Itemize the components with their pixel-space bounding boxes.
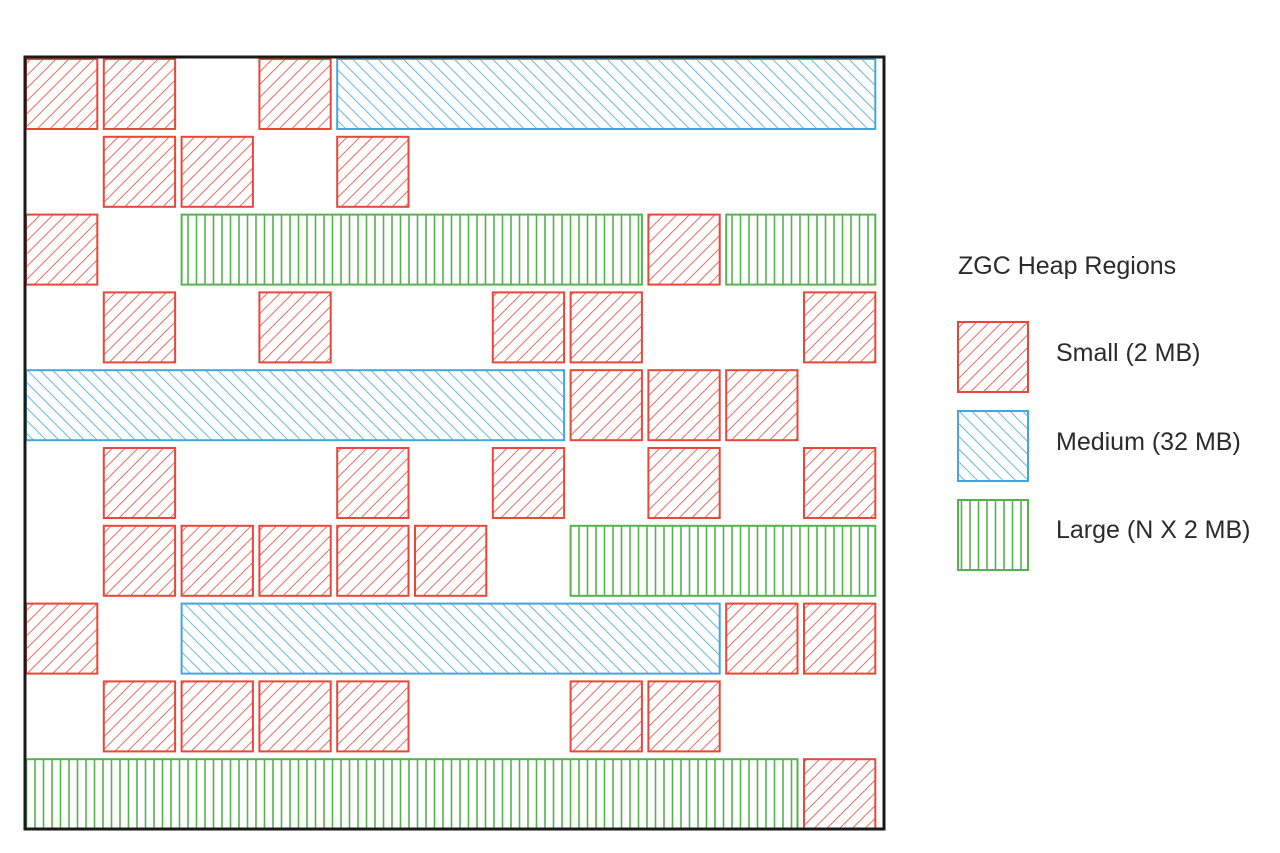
region-small — [102, 447, 177, 519]
region-small — [102, 135, 177, 208]
region-small — [258, 58, 332, 130]
region-small — [336, 680, 410, 753]
region-small — [569, 291, 643, 364]
region-small — [102, 524, 177, 597]
region-small — [25, 602, 99, 675]
region-small — [25, 213, 99, 286]
region-small — [336, 524, 410, 597]
legend-label-small: Small (2 MB) — [1056, 339, 1201, 367]
legend-swatch-medium — [957, 410, 1029, 482]
region-medium — [25, 369, 566, 442]
region-small — [569, 680, 643, 753]
heap-border — [23, 55, 886, 831]
region-small — [258, 680, 332, 753]
region-small — [803, 602, 877, 675]
region-medium — [180, 602, 721, 675]
region-small — [25, 58, 99, 130]
region-small — [258, 291, 332, 364]
region-small — [491, 447, 566, 519]
region-small — [647, 213, 721, 286]
legend-label-medium: Medium (32 MB) — [1056, 428, 1241, 456]
region-small — [803, 758, 877, 831]
region-small — [180, 135, 254, 208]
region-large — [725, 213, 877, 286]
region-small — [102, 291, 177, 364]
region-small — [569, 369, 643, 442]
region-large — [180, 213, 643, 286]
region-small — [180, 524, 254, 597]
region-small — [336, 135, 410, 208]
heap-regions — [25, 58, 877, 831]
region-small — [803, 447, 877, 519]
region-small — [803, 291, 877, 364]
region-small — [725, 602, 799, 675]
region-small — [102, 58, 177, 130]
region-small — [647, 680, 721, 753]
legend-label-large: Large (N X 2 MB) — [1056, 516, 1251, 544]
region-small — [258, 524, 332, 597]
region-large — [25, 758, 799, 831]
region-small — [491, 291, 566, 364]
region-small — [647, 447, 721, 519]
region-small — [725, 369, 799, 442]
region-small — [102, 680, 177, 753]
region-small — [647, 369, 721, 442]
region-large — [569, 524, 877, 597]
region-small — [414, 524, 488, 597]
region-medium — [336, 58, 877, 130]
legend-swatches — [957, 321, 1029, 571]
region-small — [336, 447, 410, 519]
legend-title: ZGC Heap Regions — [958, 252, 1177, 280]
legend-swatch-small — [957, 321, 1029, 393]
legend-swatch-large — [957, 499, 1029, 571]
region-small — [180, 680, 254, 753]
